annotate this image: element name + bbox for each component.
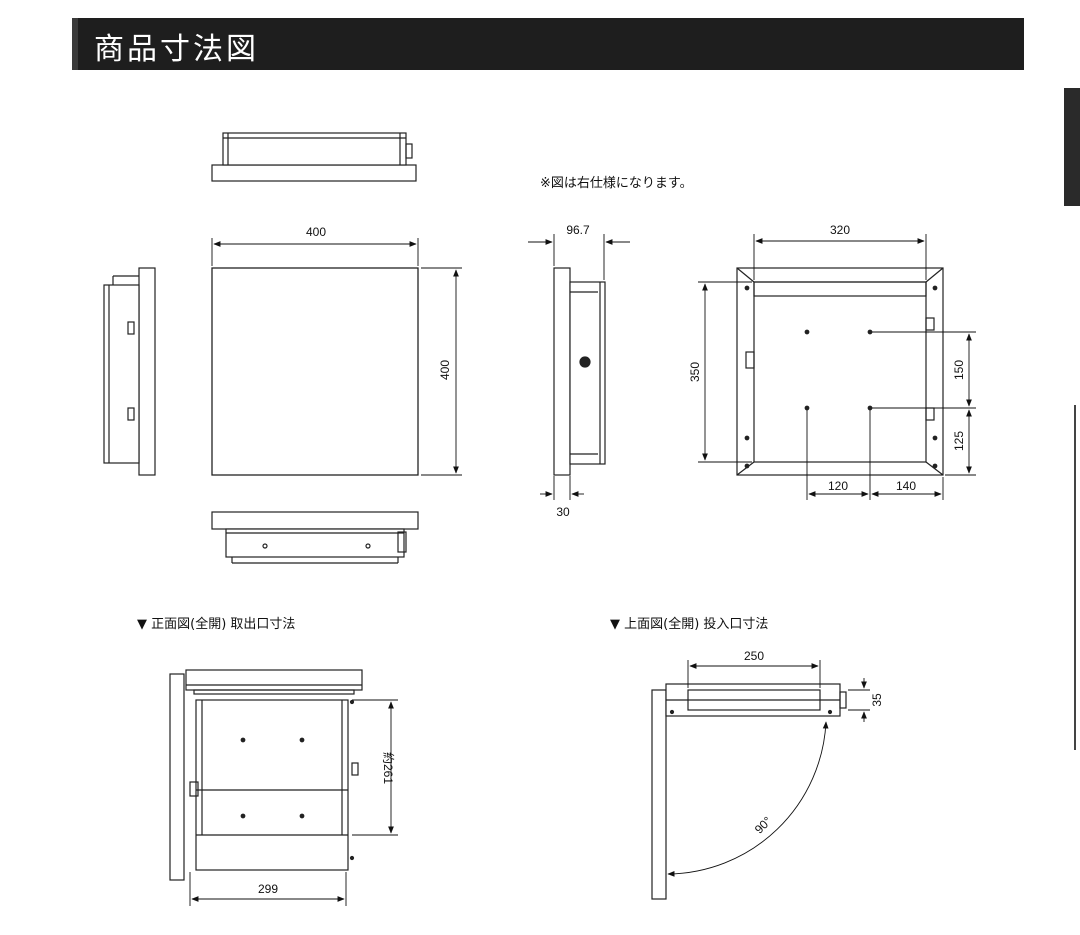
dim-outlet-width: 299 <box>258 882 278 896</box>
dim-inlet-height: 35 <box>870 693 884 707</box>
bottom-view <box>211 511 419 564</box>
dim-outlet-height: 約261 <box>381 752 396 784</box>
dim-open-angle: 90° <box>752 814 775 837</box>
dim-back-hole-h2: 140 <box>896 479 916 493</box>
page-title: 商品寸法図 <box>94 32 259 67</box>
front-dims <box>211 238 462 476</box>
inlet-dims <box>667 660 870 877</box>
dim-back-height: 350 <box>688 362 702 382</box>
side-dims <box>528 234 630 500</box>
outlet-dims <box>189 699 398 906</box>
dim-back-width: 320 <box>830 223 850 237</box>
top-view <box>211 132 417 182</box>
dim-front-width: 400 <box>306 225 326 239</box>
right-side-view <box>553 267 606 476</box>
spec-note: ※図は右仕様になります。 <box>540 176 693 191</box>
dim-side-bottom: 30 <box>556 505 570 519</box>
front-view <box>211 267 419 476</box>
dim-inlet-width: 250 <box>744 649 764 663</box>
dim-side-depth: 96.7 <box>566 223 590 237</box>
back-view <box>736 267 944 476</box>
side-line <box>1074 405 1076 750</box>
caption-front-open: ▼ 正面図(全開) 取出口寸法 <box>137 617 296 632</box>
dim-back-hole-h1: 120 <box>828 479 848 493</box>
front-open-view <box>169 669 363 881</box>
top-open-view <box>651 683 847 900</box>
title-accent <box>72 18 78 70</box>
side-tab <box>1064 88 1080 206</box>
dim-back-hole-v1: 150 <box>952 360 966 380</box>
left-side-view <box>103 267 156 476</box>
dim-front-height: 400 <box>438 360 452 380</box>
back-dims <box>698 234 976 500</box>
title-bar: 商品寸法図 <box>72 18 1024 70</box>
dim-back-hole-v2: 125 <box>952 431 966 451</box>
caption-top-open: ▼ 上面図(全開) 投入口寸法 <box>610 617 769 632</box>
